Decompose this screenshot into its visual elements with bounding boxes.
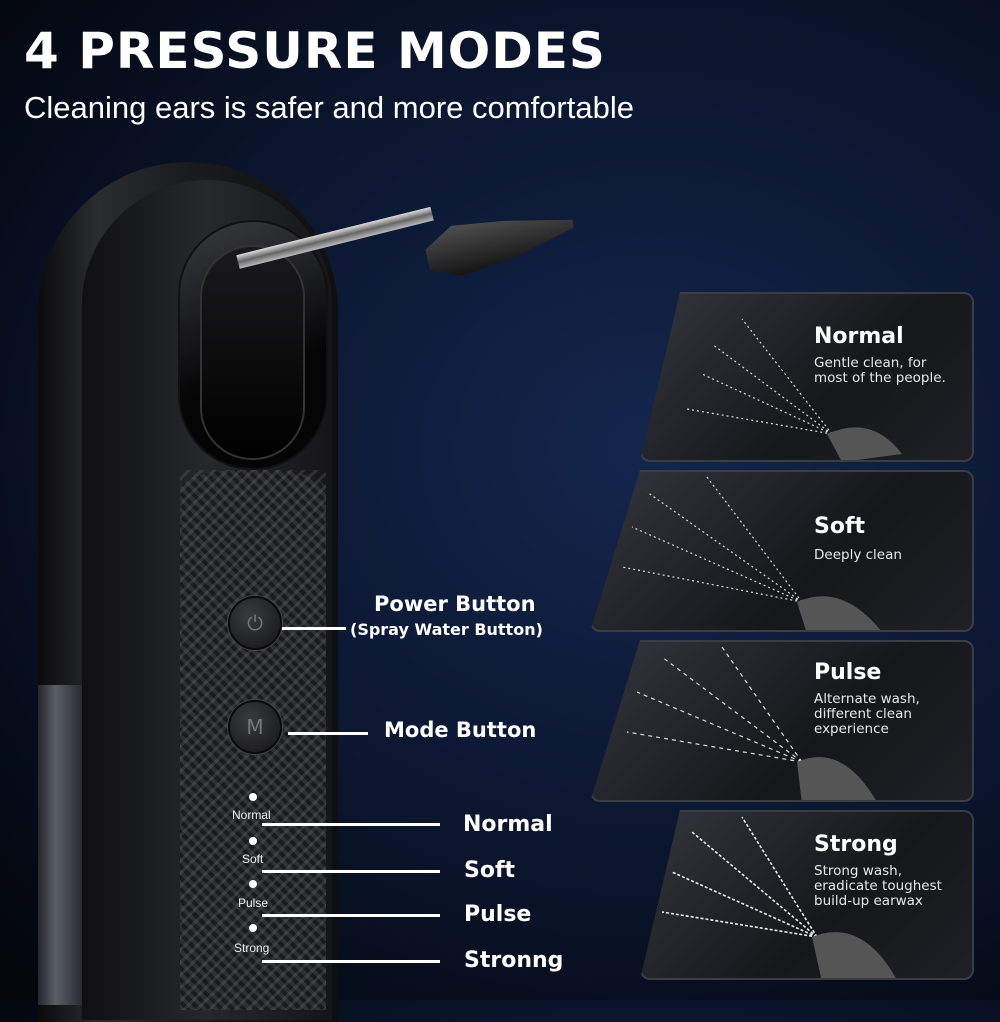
panel-desc-line: Deeply clean [814,547,902,563]
panel-desc-line: eradicate toughest [814,878,942,894]
led-normal [249,793,257,801]
nozzle-tip [420,195,579,285]
panel-desc-line: Strong wash, [814,863,902,879]
led-label-normal: Normal [232,808,271,822]
panel-desc-line: Gentle clean, for [814,355,927,371]
mode-panel-soft: Soft Deeply clean [590,470,974,632]
spray-illustration [686,318,902,460]
level-label-soft: Soft [464,858,516,883]
callout-line [288,732,368,735]
headline: 4 PRESSURE MODES [24,22,606,80]
callout-line [262,870,440,873]
subheadline: Cleaning ears is safer and more comforta… [24,90,634,125]
led-strong [249,924,257,932]
panel-desc-line: most of the people. [814,370,946,386]
nozzle-mount-inner [200,245,305,460]
mode-icon: M [246,715,264,739]
level-label-strong: Stronng [464,948,564,973]
panel-title: Strong [814,832,898,857]
led-label-pulse: Pulse [238,896,269,910]
mode-button-label: Mode Button [384,718,537,742]
led-pulse [249,880,257,888]
led-soft [249,837,257,845]
panel-title: Soft [814,514,866,539]
callout-line [262,914,440,917]
water-tank [38,685,82,1005]
level-label-normal: Normal [463,812,553,837]
panel-desc-line: build-up earwax [814,893,923,909]
mode-button[interactable]: M [228,700,282,754]
callout-line [262,823,440,826]
power-button-sublabel: (Spray Water Button) [350,620,543,639]
callout-line [282,627,346,630]
callout-line [262,960,440,963]
power-button[interactable]: ⏻ [228,596,282,650]
led-label-soft: Soft [242,852,264,866]
mode-panel-normal: Normal Gentle clean, for most of the peo… [640,292,974,462]
level-label-pulse: Pulse [464,902,532,927]
spray-illustration [626,646,877,800]
power-icon: ⏻ [247,611,263,635]
mode-panel-pulse: Pulse Alternate wash, different clean ex… [590,640,974,802]
spray-illustration [621,476,882,630]
led-label-strong: Strong [234,941,270,955]
spray-illustration [661,816,897,978]
panel-desc-line: experience [814,721,889,737]
panel-title: Normal [814,324,904,349]
panel-title: Pulse [814,660,882,685]
panel-desc-line: Alternate wash, [814,691,920,707]
power-button-label: Power Button [374,592,536,616]
panel-desc-line: different clean [814,706,912,722]
mode-panel-strong: Strong Strong wash, eradicate toughest b… [640,810,974,980]
